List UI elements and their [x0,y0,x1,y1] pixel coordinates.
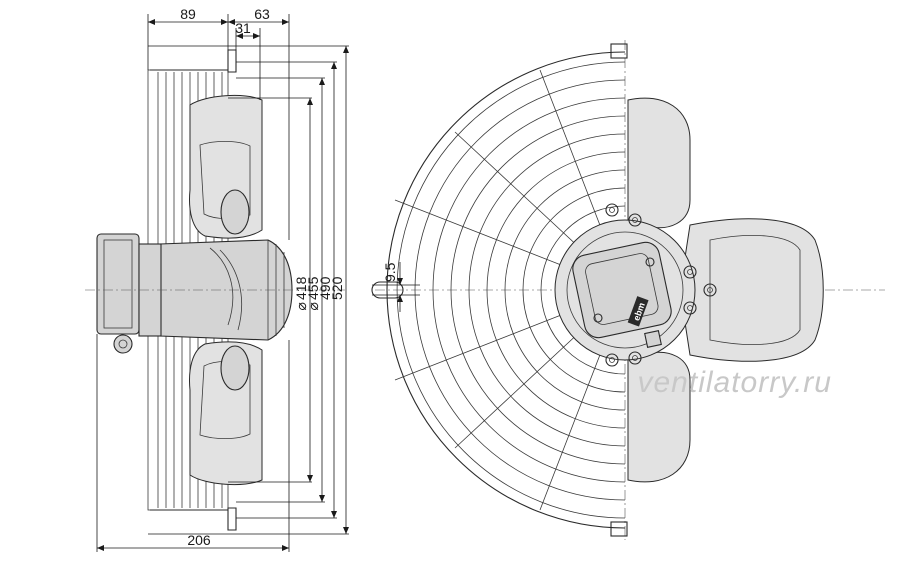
dim-520: 520 [329,276,345,300]
upper-blade-inner [199,140,251,220]
dim-418: 418 [293,276,309,300]
dia-symbol-455: ⌀ [305,302,321,310]
dim-490: 490 [317,276,333,300]
front-terminal-box [572,241,672,339]
terminal-box [96,233,140,335]
front-top-lug [610,43,628,59]
bottom-mount-foot [227,507,237,531]
dim-63: 63 [254,6,270,22]
dim-31: 31 [235,20,251,36]
upper-blade-hub [220,189,250,235]
dim-9-5: 9.5 [382,262,398,282]
front-blade-top [627,97,691,229]
watermark: ventilatorry.ru [637,366,832,399]
front-view: 9.5 ebm [371,40,885,540]
front-bottom-lug [610,521,628,537]
front-cable-gland [644,330,662,348]
top-mount-foot [227,49,237,73]
front-guard-rings [386,51,626,529]
front-blade-right [679,218,824,362]
dim-89: 89 [180,6,196,22]
blade-screws [605,203,717,367]
lower-blade-hub [220,345,250,391]
dim-206: 206 [187,532,211,548]
dim-455: 455 [305,276,321,300]
side-view: 89 63 31 206 ⌀ 418 ⌀ 455 490 [85,6,349,552]
cable-gland [113,334,133,354]
lower-blade-inner [199,360,251,440]
dia-symbol-418: ⌀ [293,302,309,310]
